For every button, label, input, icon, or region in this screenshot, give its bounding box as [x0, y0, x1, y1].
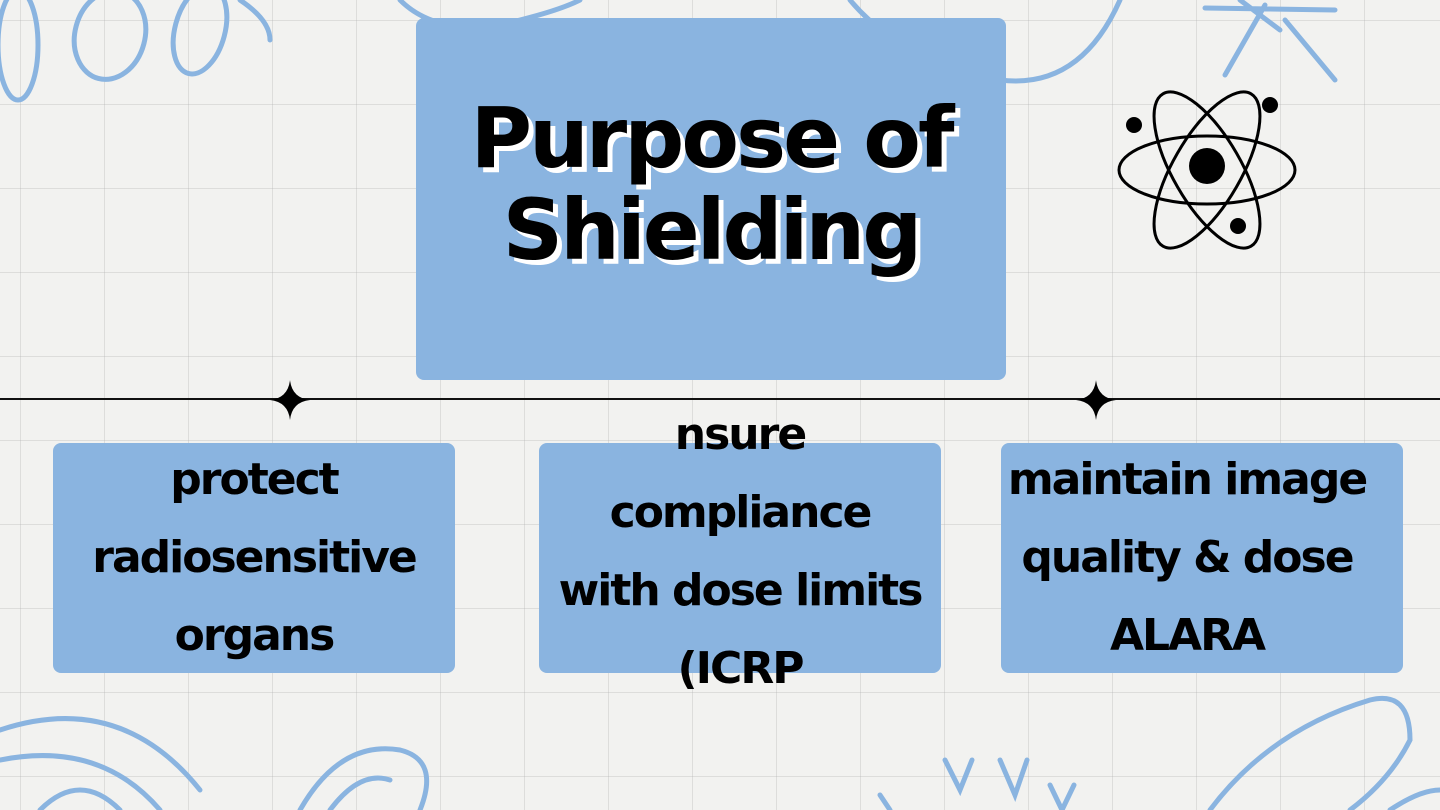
- sparkle-icon: [1076, 380, 1116, 420]
- card-text: nsure compliance with dose limits (ICRP: [558, 409, 924, 694]
- card-protect-organs: protect radiosensitive organs: [53, 443, 455, 673]
- card-dose-limits: nsure compliance with dose limits (ICRP: [539, 409, 941, 694]
- atom-icon: [1117, 90, 1297, 250]
- slide-title: Purpose of Shielding: [470, 89, 954, 279]
- card-text: protect radiosensitive organs: [92, 454, 417, 661]
- card-image-quality: maintain image quality & dose ALARA: [1001, 443, 1403, 673]
- divider-line: [0, 398, 1440, 400]
- sparkle-icon: [270, 380, 310, 420]
- title-box: Purpose of Shielding: [416, 18, 1006, 380]
- card-text: maintain image quality & dose ALARA: [1007, 454, 1368, 661]
